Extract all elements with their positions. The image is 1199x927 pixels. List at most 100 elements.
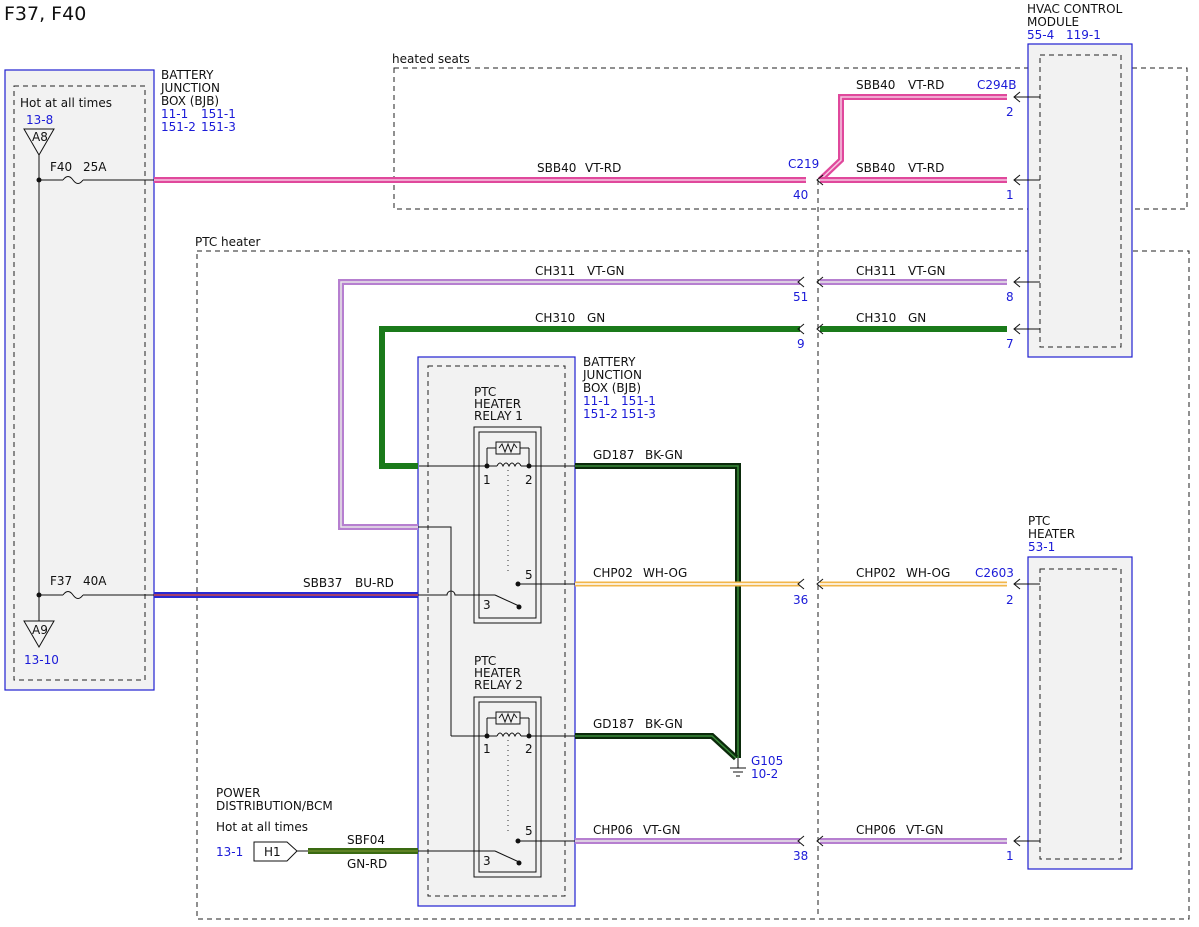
relay1-outer — [473, 426, 542, 624]
label-ch311-right: CH311 — [856, 264, 896, 278]
connector-arrows — [797, 91, 1040, 847]
label-vtrd-right: VT-RD — [908, 161, 944, 175]
ptc-ref: 53-1 — [1028, 540, 1055, 554]
connector-c294b: C294B — [977, 78, 1017, 92]
bjb-left: BATTERY JUNCTION BOX (BJB) 11-1 151-1 15… — [4, 68, 236, 691]
connector-c219: C219 — [788, 157, 819, 171]
fuse-f40-rating: 25A — [83, 160, 107, 174]
power-dist-hot-label: Hot at all times — [216, 820, 308, 834]
terminal-a8-icon — [23, 128, 55, 157]
relay2-outer — [473, 696, 542, 878]
hvac-control-module: HVAC CONTROL MODULE 55-4 119-1 — [1027, 2, 1133, 358]
label-vtrd-main: VT-RD — [585, 161, 621, 175]
relay2-pin-1: 1 — [483, 742, 491, 756]
pin-c219-38: 38 — [793, 849, 808, 863]
label-vtgn-chp06-right: VT-GN — [906, 823, 943, 837]
label-chp02-right: CHP02 — [856, 566, 896, 580]
ptc-heater-component: PTC HEATER 53-1 — [1027, 514, 1133, 870]
bjb-left-name-2: JUNCTION — [160, 81, 220, 95]
relay2-inner — [478, 701, 537, 873]
label-sbf04: SBF04 — [347, 833, 385, 847]
label-sbb40-right: SBB40 — [856, 161, 895, 175]
bjb-center-ref-4: 151-3 — [621, 407, 656, 421]
pin-hvac-8: 8 — [1006, 290, 1014, 304]
pin-c219-9: 9 — [797, 337, 805, 351]
hvac-name-1: HVAC CONTROL — [1027, 2, 1123, 16]
relay2-name-3: RELAY 2 — [474, 678, 523, 692]
relay1-pin-3: 3 — [483, 598, 491, 612]
relay-coil-feed — [418, 526, 452, 736]
label-vtgn-right: VT-GN — [908, 264, 945, 278]
relay1-coil-icon — [496, 462, 522, 468]
ptc-heater-zone-label: PTC heater — [195, 235, 260, 249]
pin-c294b-2: 2 — [1006, 105, 1014, 119]
ground-ref: 10-2 — [751, 767, 778, 781]
relay1-pin-5: 5 — [525, 568, 533, 582]
label-bkgn-bottom: BK-GN — [645, 717, 683, 731]
ptc-name-2: HEATER — [1028, 527, 1075, 541]
c219-arrow-icon — [816, 174, 824, 186]
wire-ch310 — [379, 326, 1007, 469]
label-whog-right: WH-OG — [906, 566, 950, 580]
fuse-f40-label: F40 — [50, 160, 72, 174]
fuse-f37-rating: 40A — [83, 574, 107, 588]
terminal-h1-icon — [253, 841, 298, 862]
bjb-left-name-3: BOX (BJB) — [161, 94, 219, 108]
bjb-left-bottom-ref: 13-10 — [24, 653, 59, 667]
relay1-name-3: RELAY 1 — [474, 409, 523, 423]
relay1-pin-1: 1 — [483, 473, 491, 487]
bjb-left-ref-4: 151-3 — [201, 120, 236, 134]
bjb-center-name-2: JUNCTION — [582, 368, 642, 382]
bjb-center-name-1: BATTERY — [583, 355, 636, 369]
terminal-a8-label: A8 — [32, 130, 48, 144]
relay1-switch-icon — [494, 594, 520, 607]
diagram-title: F37, F40 — [4, 3, 86, 25]
bjb-center-ref-1: 11-1 — [583, 394, 610, 408]
wire-gd187 — [575, 463, 741, 761]
label-burd: BU-RD — [355, 576, 394, 590]
label-vtgn-chp06-left: VT-GN — [643, 823, 680, 837]
pin-c219-36: 36 — [793, 593, 808, 607]
heated-seats-zone — [393, 67, 1188, 210]
hvac-ref-1: 55-4 — [1027, 28, 1054, 42]
relay1-inner — [478, 431, 537, 619]
ptc-heater-zone — [196, 250, 1190, 920]
label-sbb40-main: SBB40 — [537, 161, 576, 175]
label-ch311-left: CH311 — [535, 264, 575, 278]
label-gn-right: GN — [908, 311, 926, 325]
bjb-left-top-ref: 13-8 — [26, 113, 53, 127]
pin-ptc-1: 1 — [1006, 849, 1014, 863]
terminal-a9-label: A9 — [32, 623, 48, 637]
label-chp06-left: CHP06 — [593, 823, 633, 837]
fuse-f40-icon — [62, 176, 84, 184]
wire-sbb40-branch — [817, 94, 1007, 183]
label-gn-left: GN — [587, 311, 605, 325]
pin-hvac-1: 1 — [1006, 188, 1014, 202]
label-sbb37: SBB37 — [303, 576, 342, 590]
bjb-center-ref-3: 151-2 — [583, 407, 618, 421]
relay2-name-1: PTC — [474, 654, 496, 668]
connector-c2603: C2603 — [975, 566, 1014, 580]
label-whog-left: WH-OG — [643, 566, 687, 580]
relay2-pin-3: 3 — [483, 854, 491, 868]
bjb-left-ref-1: 11-1 — [161, 107, 188, 121]
hvac-ref-2: 119-1 — [1066, 28, 1101, 42]
ground-g105: G105 10-2 — [730, 754, 783, 781]
relay2-pin-2: 2 — [525, 742, 533, 756]
pin-c219-51: 51 — [793, 290, 808, 304]
bjb-left-ref-3: 151-2 — [161, 120, 196, 134]
pin-c219-40: 40 — [793, 188, 808, 202]
terminal-h1-label: H1 — [264, 845, 281, 859]
label-sbb40-branch: SBB40 — [856, 78, 895, 92]
bjb-center: BATTERY JUNCTION BOX (BJB) 11-1 151-1 15… — [417, 355, 656, 907]
power-dist-name-2: DISTRIBUTION/BCM — [216, 799, 333, 813]
relay1-name-1: PTC — [474, 385, 496, 399]
label-chp02-left: CHP02 — [593, 566, 633, 580]
bjb-left-ref-2: 151-1 — [201, 107, 236, 121]
bjb-center-name-3: BOX (BJB) — [583, 381, 641, 395]
fuse-f37-label: F37 — [50, 574, 72, 588]
heated-seats-zone-label: heated seats — [392, 52, 470, 66]
label-ch310-left: CH310 — [535, 311, 575, 325]
bjb-center-ref-2: 151-1 — [621, 394, 656, 408]
